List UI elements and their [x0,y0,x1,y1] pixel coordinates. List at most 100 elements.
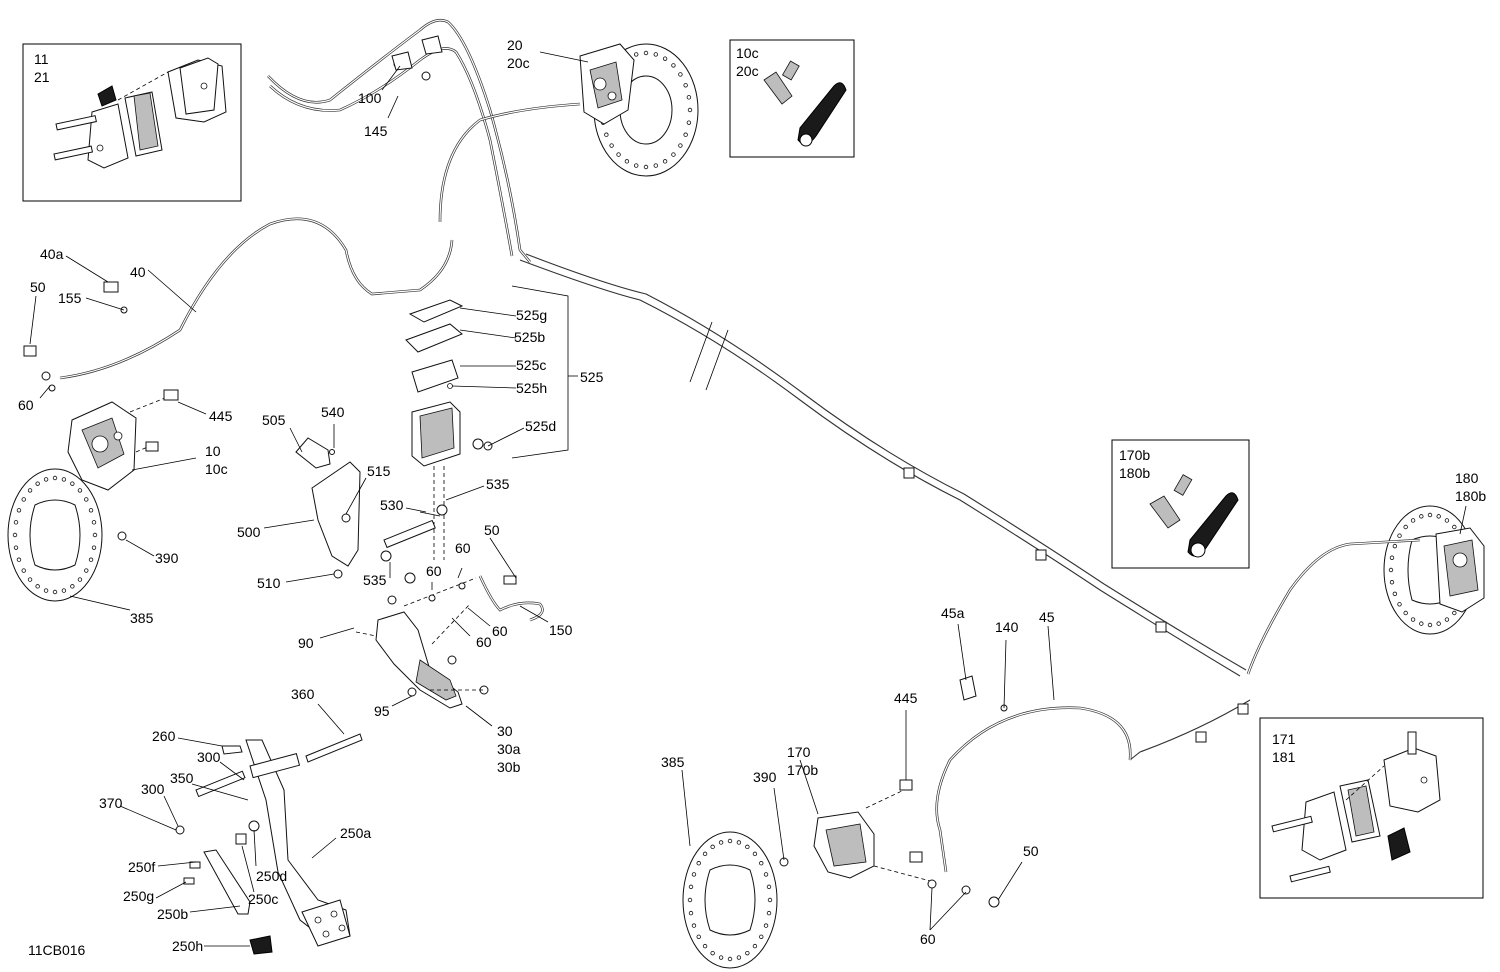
rotor-hole [52,589,58,595]
front-caliper-left [67,389,179,491]
leader-lines [29,51,1467,947]
master-cylinder [355,504,489,709]
callout-150: 150 [549,622,573,638]
rotor-hole [736,955,742,960]
callout-20c: 20c [736,63,759,79]
callout-100: 100 [358,90,382,106]
callout-530: 530 [380,497,404,513]
callout-50-bottom: 50 [1023,843,1039,859]
rear-caliper-bottom [813,779,935,883]
callout-145: 145 [364,123,388,139]
callout-11: 11 [34,51,49,67]
callout-510: 510 [257,575,281,591]
rotor-hole [61,588,67,593]
rotor-hole [662,159,668,164]
callout-60-d: 60 [476,634,492,650]
dust-cap-icon [1187,492,1239,557]
callout-525b: 525b [514,329,545,345]
rotor-hole [92,532,98,538]
callout-250g: 250g [123,888,154,904]
callout-50-mid: 50 [484,522,500,538]
rotor-hole [686,120,692,125]
rotor-hole [13,520,19,525]
rear-rotor-bottom [682,831,778,969]
rotor-hole [1410,617,1416,622]
rotor-hole [88,508,94,513]
rotor-hole [1452,524,1457,530]
rotor-hole [13,545,19,550]
rotor-hole [70,584,75,589]
callout-535-top: 535 [486,476,510,492]
callout-180b-right: 180b [1455,488,1486,504]
rotor-hole [35,584,40,589]
rotor-hole [1444,518,1450,523]
rotor-hole [21,568,26,573]
rotor-hole [683,83,688,88]
callout-60-b: 60 [426,563,442,579]
callout-390-left: 390 [155,550,179,566]
callout-300-b: 300 [141,781,165,797]
rotor-hole [643,164,649,170]
callout-60-left: 60 [18,397,34,413]
rotor-hole [766,884,772,890]
rotor-hole [52,475,58,481]
rotor-hole [727,838,733,844]
rotor-hole [662,56,668,61]
rotor-hole [763,923,769,928]
callout-155: 155 [58,290,82,306]
rotor-hole [609,143,614,148]
rotor-hole [687,897,693,903]
rotor-hole [767,897,773,903]
return-spring-icon [221,745,243,755]
rotor-hole [1392,543,1398,549]
rotor-hole [77,488,83,493]
rotor-hole [759,934,764,939]
callout-170b-bottom: 170b [787,762,818,778]
callout-445-bottom: 445 [894,690,918,706]
rotor-hole [696,861,701,866]
rotor-hole [1403,524,1408,530]
rotor-hole [745,844,750,850]
callout-10: 10 [205,443,221,459]
callout-20c-top: 20c [507,55,530,71]
callout-300-a: 300 [197,749,221,765]
rotor-hole [1397,533,1402,538]
rotor-hole [1397,602,1402,607]
callout-525h: 525h [516,380,547,396]
rotor-hole [70,481,75,486]
callout-20: 20 [507,37,523,53]
callout-21: 21 [34,69,50,85]
callout-505: 505 [262,412,286,428]
figure-code: 11CB016 [28,942,86,958]
callout-250h: 250h [172,938,203,954]
small-fittings [23,35,1008,908]
callout-180: 180 [1455,470,1479,486]
brake-lines [59,18,1421,873]
callout-60-c: 60 [492,623,508,639]
callout-171: 171 [1272,731,1296,747]
rotor-hole [710,950,715,956]
callout-50-left: 50 [30,279,46,295]
rotor-hole [1389,580,1395,585]
callout-525g: 525g [516,307,547,323]
rotor-hole [1427,512,1433,518]
rotor-hole [27,577,33,582]
rotor-hole [691,872,697,877]
rotor-hole [686,95,692,100]
rotor-hole [671,152,676,157]
rotor-hole [671,63,676,68]
rotor-hole [1389,555,1395,560]
rotor-hole [604,132,609,137]
rotor-hole [12,532,18,538]
rotor-hole [678,143,683,148]
rotor-hole [21,497,26,502]
callout-90: 90 [298,635,314,651]
rotor-hole [1427,622,1433,628]
inset-rear-bleeder-cap [1111,439,1250,569]
rotor-hole [77,577,83,582]
rotor-hole [61,477,67,482]
callout-360: 360 [291,686,315,702]
rotor-hole [27,488,33,493]
callout-180b: 180b [1119,465,1150,481]
